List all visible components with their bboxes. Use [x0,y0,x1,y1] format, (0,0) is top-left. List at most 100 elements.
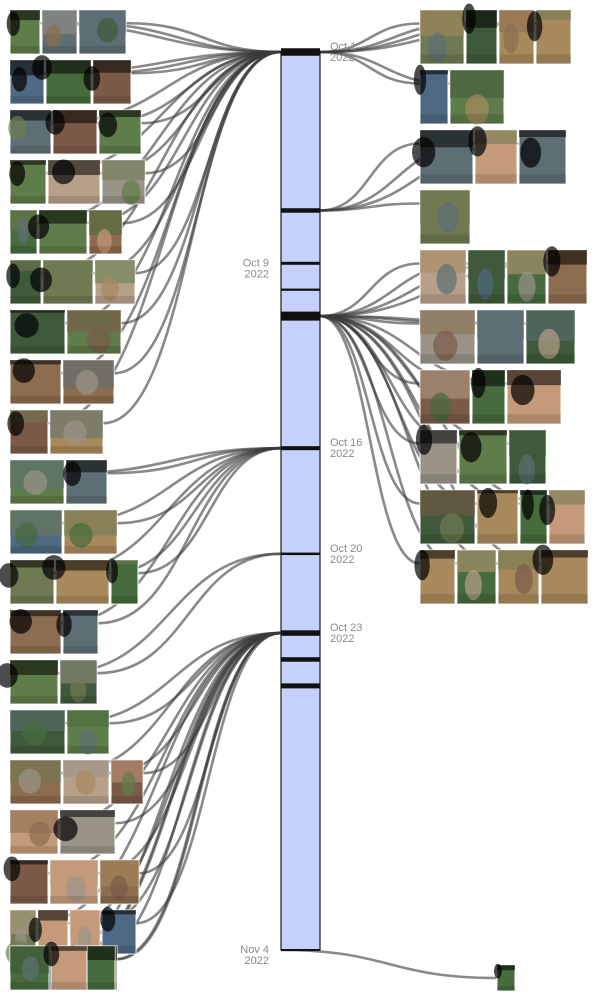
photo-thumbnail[interactable] [476,487,519,545]
photo-thumbnail[interactable] [56,609,99,655]
photo-thumbnail[interactable] [6,9,41,55]
photo-thumbnail[interactable] [419,369,471,425]
timeline-range-bar[interactable] [280,51,321,951]
connector-line [108,446,282,575]
photo-thumbnail[interactable] [532,544,589,605]
date-label-year: 2022 [330,448,354,460]
photo-thumbnail[interactable] [462,3,498,65]
photo-thumbnail[interactable] [59,659,98,705]
photo-thumbnail[interactable] [456,549,497,605]
photo-thumbnail[interactable] [9,759,62,805]
photo-thumbnail[interactable] [9,358,62,405]
photo-thumbnail[interactable] [539,489,586,545]
photo-thumbnail[interactable] [0,659,59,705]
photo-thumbnail[interactable] [9,609,62,655]
timeline-event-mark[interactable] [281,261,320,265]
photo-thumbnail[interactable] [468,126,518,185]
timeline-event-mark[interactable] [281,208,320,213]
photo-thumbnail[interactable] [98,109,142,155]
photo-thumbnail[interactable] [419,309,476,365]
photo-thumbnail[interactable] [66,309,122,355]
photo-thumbnail[interactable] [49,859,99,905]
photo-thumbnail[interactable] [6,259,42,305]
photo-thumbnail[interactable] [106,558,139,605]
photo-thumbnail[interactable] [49,409,104,455]
photo-thumbnail[interactable] [412,129,474,185]
photo-thumbnail[interactable] [53,809,116,855]
photo-thumbnail[interactable] [493,963,516,992]
photo-thumbnail[interactable] [415,424,458,485]
photo-thumbnail[interactable] [88,209,123,255]
photo-thumbnail[interactable] [467,249,506,305]
photo-thumbnail[interactable] [419,249,467,305]
photo-thumbnail[interactable] [497,549,540,605]
connector-line [64,50,282,325]
photo-thumbnail[interactable] [9,809,59,855]
photo-thumbnail[interactable] [526,9,572,65]
photo-thumbnail[interactable] [506,369,562,425]
connector-line [97,446,282,625]
photo-thumbnail[interactable] [83,59,132,105]
photo-thumbnail[interactable] [9,709,66,755]
photo-thumbnail[interactable] [419,489,476,545]
timeline-event-mark[interactable] [281,48,320,56]
timeline-event-mark[interactable] [281,552,320,556]
photo-thumbnail[interactable] [43,941,88,991]
photo-thumbnail[interactable] [32,55,92,105]
photo-thumbnail[interactable] [7,409,49,455]
photo-thumbnail[interactable] [78,9,127,55]
photo-thumbnail[interactable] [458,429,508,485]
date-label-day: Oct 1 [330,41,356,53]
connector-line [102,50,282,425]
photo-thumbnail[interactable] [9,309,66,355]
timeline-event-mark[interactable] [281,949,320,951]
photo-thumbnail[interactable] [101,159,146,205]
photo-thumbnail[interactable] [476,309,525,365]
photo-thumbnail[interactable] [30,259,94,305]
date-label-day: Oct 9 [243,257,269,269]
photo-thumbnail[interactable] [62,359,115,405]
connector-line [319,314,421,565]
photo-thumbnail[interactable] [62,759,110,805]
timeline-event-mark[interactable] [281,630,320,636]
date-label-year: 2022 [330,633,354,645]
timeline-event-mark[interactable] [281,446,320,451]
photo-thumbnail[interactable] [508,429,547,485]
photo-thumbnail[interactable] [66,709,110,755]
photo-thumbnail[interactable] [419,9,465,65]
connector-line [280,948,498,980]
photo-thumbnail[interactable] [449,69,505,125]
photo-thumbnail[interactable] [525,309,576,365]
photo-thumbnail[interactable] [8,109,52,155]
photo-thumbnail[interactable] [419,189,471,245]
photo-thumbnail[interactable] [9,945,50,991]
photo-thumbnail[interactable] [47,159,101,205]
photo-thumbnail[interactable] [3,856,49,905]
timeline-event-mark[interactable] [281,288,320,291]
photo-thumbnail[interactable] [41,9,78,55]
photo-thumbnail[interactable] [9,459,65,505]
photo-thumbnail[interactable] [506,249,547,305]
photo-thumbnail[interactable] [9,159,47,205]
photo-thumbnail[interactable] [543,246,588,305]
photo-thumbnail[interactable] [63,459,108,505]
connector-line [96,552,282,675]
photo-thumbnail[interactable] [45,109,98,155]
connector-line [135,631,282,925]
timeline-event-mark[interactable] [281,683,320,689]
photo-thumbnail[interactable] [9,509,63,555]
date-label-year: 2022 [245,955,269,967]
photo-thumbnail[interactable] [27,209,88,255]
photo-thumbnail[interactable] [414,549,456,605]
photo-thumbnail[interactable] [63,509,118,555]
photo-thumbnail[interactable] [42,555,110,605]
timeline-event-mark[interactable] [281,311,320,321]
photo-thumbnail[interactable] [110,759,144,805]
photo-thumbnail[interactable] [99,859,140,905]
photo-thumbnail[interactable] [518,129,567,185]
photo-thumbnail[interactable] [94,259,136,305]
photo-thumbnail[interactable] [413,64,449,125]
photo-thumbnail[interactable] [471,367,506,425]
timeline-event-mark[interactable] [281,657,320,662]
connector-line [125,21,282,54]
